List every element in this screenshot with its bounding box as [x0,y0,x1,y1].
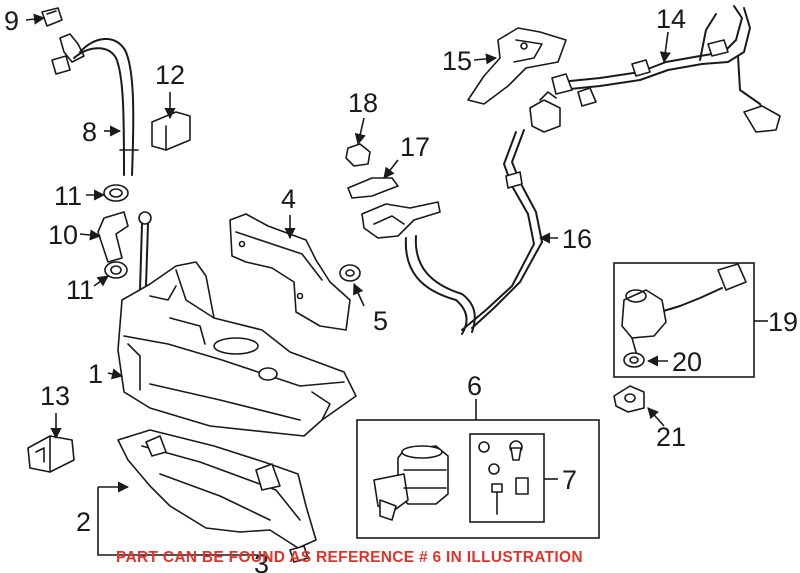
callout-labels: 9 8 12 11 10 11 1 4 5 2 3 13 18 17 16 15… [4,4,798,573]
part-11-clamp-lower [104,261,128,279]
callout-12: 12 [155,60,185,90]
hose-bracket [361,201,441,239]
callout-3: 3 [254,549,269,573]
part-5-washer [339,264,361,282]
leader-lines [25,13,768,556]
part-13-connector [27,435,75,473]
callout-20: 20 [672,347,702,377]
callout-16: 16 [562,224,592,254]
part-6-pump [373,445,449,521]
part-20-seal [623,352,645,368]
part-10-hose [97,211,129,263]
part-6-box [356,419,600,539]
part-18-clip [345,143,371,167]
part-8-vent-tube [51,33,139,176]
callout-8: 8 [82,117,97,147]
notice-text: PART CAN BE FOUND AS REFERENCE # 6 IN IL… [116,549,583,566]
callout-10: 10 [48,220,78,250]
callout-18: 18 [348,88,378,118]
callout-15: 15 [442,46,472,76]
part-1-fuel-tank [117,261,357,437]
callout-4: 4 [281,184,296,214]
callout-11-upper: 11 [54,181,82,211]
callout-11-lower: 11 [66,275,94,305]
callout-5: 5 [373,306,388,336]
part-14-wiring-harness [551,5,781,133]
callout-19: 19 [768,307,798,337]
part-2-skid-plate [117,429,317,549]
callout-17: 17 [400,132,430,162]
part-17-clip [347,177,399,199]
part-15-bracket [467,27,567,105]
part-4-heat-shield [229,213,351,331]
callout-7: 7 [562,465,577,495]
callout-9: 9 [4,6,19,36]
part-12-bracket [151,111,191,151]
callout-2: 2 [76,507,91,537]
callout-21: 21 [656,422,686,452]
part-11-clamp-upper [103,184,129,202]
callout-6: 6 [467,371,482,401]
callout-1: 1 [88,359,103,389]
part-9-cap [41,7,63,27]
part-16-fuel-line [404,91,561,335]
part-3-bolt [289,545,309,563]
part-19-box [613,262,755,378]
callout-14: 14 [656,4,686,34]
callout-13: 13 [40,381,70,411]
part-7-hardware [478,440,529,515]
part-21-clip [613,385,645,413]
